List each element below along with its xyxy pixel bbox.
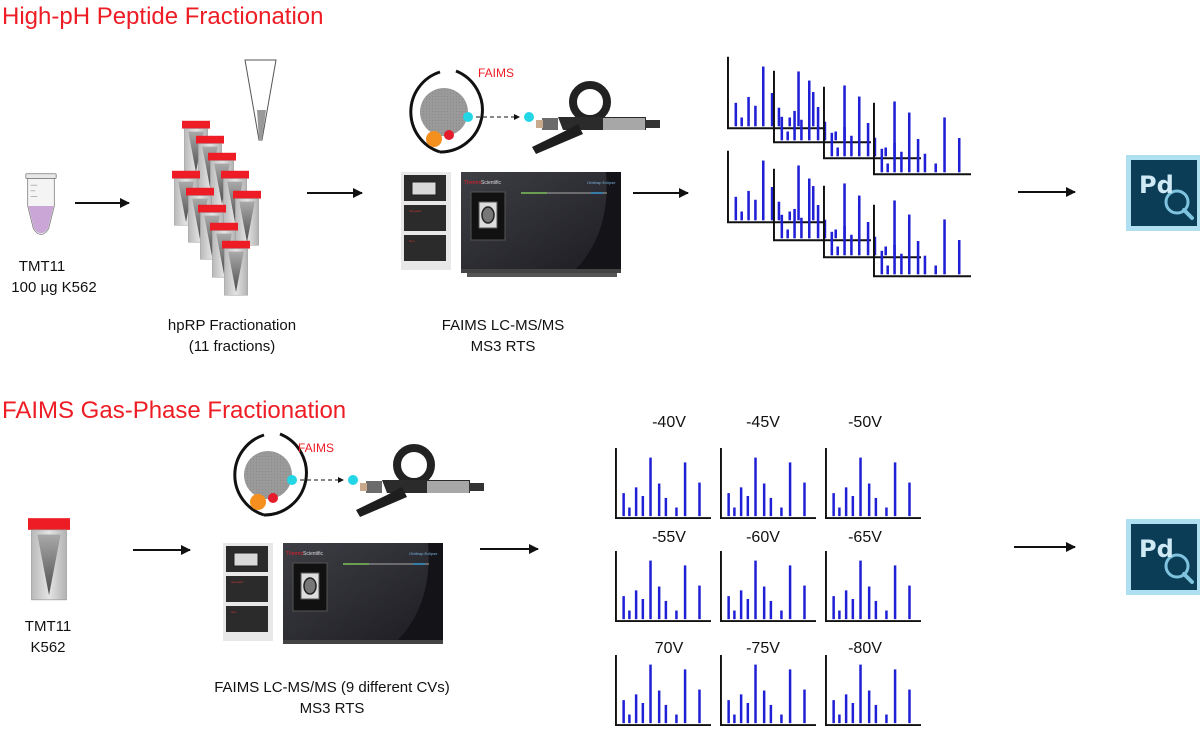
spectrum-icon <box>719 655 817 727</box>
section-title-faims-gpf: FAIMS Gas-Phase Fractionation <box>2 397 346 424</box>
fractionation-caption-line1: hpRP Fractionation <box>168 317 296 334</box>
ms-model-name: Orbitrap Eclipse <box>587 180 616 185</box>
cv-label: -45V <box>746 414 780 431</box>
spectrum-icon <box>823 86 921 160</box>
ms2-caption-line1: FAIMS LC-MS/MS (9 different CVs) <box>214 679 450 696</box>
ms-caption-line1: FAIMS LC-MS/MS <box>442 317 565 334</box>
spectrum-icon <box>614 551 712 623</box>
cv-spectra-grid: -40V -45V -50V -55V -60V -65V 70V -75V -80V <box>614 414 922 727</box>
ms-brand-red: Thermo <box>286 551 303 557</box>
fraction-tubes-stack <box>172 120 261 296</box>
faims-device-icon <box>411 71 660 154</box>
faims-label-2: FAIMS <box>298 441 334 455</box>
pd-logo-icon: Pd <box>1126 155 1200 231</box>
cv-label: -80V <box>848 640 882 657</box>
pd-logo-text: Pd <box>1139 171 1174 199</box>
spectrum-icon <box>873 102 971 176</box>
lc-panel-label-2: Neo <box>231 610 237 614</box>
lc-panel-label-1: Vanquish <box>409 209 422 213</box>
spectrum-icon <box>773 70 871 144</box>
ms-instrument-icon: Vanquish Neo Thermo Scientific Orbitrap … <box>223 543 443 644</box>
cv-label: -65V <box>848 529 882 546</box>
spectrum-icon <box>824 448 922 520</box>
spectrum-icon <box>824 551 922 623</box>
fraction-tube-icon <box>233 190 261 246</box>
pipette-tip-icon <box>244 59 277 141</box>
section-title-high-ph: High-pH Peptide Fractionation <box>2 3 324 30</box>
ms-brand-white: Scientific <box>303 551 324 557</box>
eppendorf-tube-icon <box>25 173 57 236</box>
cv-label: -40V <box>652 414 686 431</box>
fraction-tube-icon <box>222 240 250 296</box>
cv-label: -75V <box>746 640 780 657</box>
spectrum-icon <box>823 185 921 259</box>
spectra-stack-hpRP <box>727 56 971 278</box>
sample-label-line2: 100 µg K562 <box>11 279 96 296</box>
lc-panel-label-1: Vanquish <box>231 580 244 584</box>
pd-logo-icon: Pd <box>1126 519 1200 595</box>
fractionation-caption-line2: (11 fractions) <box>189 338 275 355</box>
cv-label: -50V <box>848 414 882 431</box>
lc-panel-label-2: Neo <box>409 239 415 243</box>
sample2-label-line2: K562 <box>30 639 65 656</box>
spectrum-icon <box>719 448 817 520</box>
spectrum-icon <box>719 551 817 623</box>
sample2-label-line1: TMT11 <box>25 618 71 635</box>
ms2-caption-line2: MS3 RTS <box>300 700 365 717</box>
spectrum-icon <box>773 168 871 242</box>
cv-label: 70V <box>655 640 684 657</box>
pd-logo-text: Pd <box>1139 535 1174 563</box>
faims-label: FAIMS <box>478 66 514 80</box>
cv-label: -55V <box>652 529 686 546</box>
spectrum-icon <box>824 655 922 727</box>
fraction-tube-icon <box>28 517 70 601</box>
spectrum-icon <box>614 655 712 727</box>
faims-device-icon <box>235 434 484 517</box>
ms-caption-line2: MS3 RTS <box>471 338 536 355</box>
ms-brand-red: Thermo <box>464 180 481 186</box>
spectrum-icon <box>614 448 712 520</box>
ms-instrument-icon: Vanquish Neo Thermo Scientific Orbitrap … <box>401 172 621 277</box>
ms-model-name: Orbitrap Eclipse <box>409 551 438 556</box>
ms-brand-white: Scientific <box>481 180 502 186</box>
cv-label: -60V <box>746 529 780 546</box>
spectrum-icon <box>873 204 971 278</box>
sample-label-line1: TMT11 <box>19 258 65 275</box>
